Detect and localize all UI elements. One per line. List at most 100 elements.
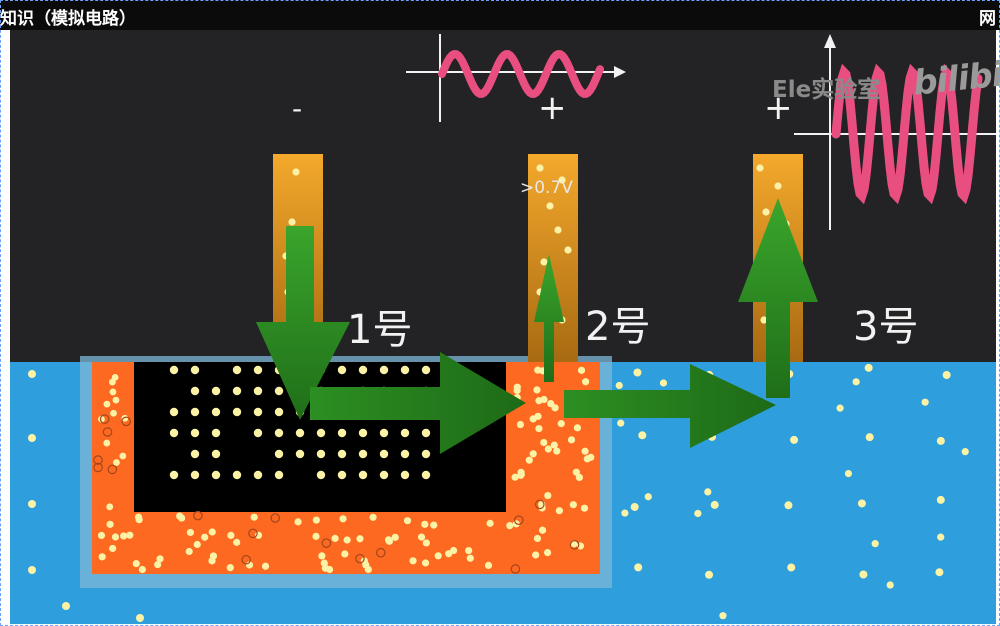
electron-dot <box>513 383 521 391</box>
electron-dot <box>111 533 120 541</box>
hole-circle <box>107 464 118 475</box>
electron-dot <box>421 559 430 567</box>
electron-dot <box>169 428 179 438</box>
electron-dot <box>638 431 647 440</box>
electron-dot <box>710 500 719 509</box>
electron-dot <box>580 504 589 512</box>
electron-dot <box>621 509 629 517</box>
electron-dot <box>961 448 969 456</box>
electron-dot <box>156 555 164 563</box>
hole-circle <box>510 564 521 574</box>
title-bar: 知识（模拟电路） 网 <box>0 0 1000 30</box>
terminal-3-polarity: + <box>764 88 793 128</box>
electron-dot <box>506 522 514 530</box>
electron-dot <box>553 447 561 455</box>
electron-dot <box>857 499 866 508</box>
electron-dot <box>421 428 431 438</box>
hole-circle <box>321 538 332 548</box>
electron-dot <box>250 513 258 521</box>
electron-dot <box>325 565 334 574</box>
electron-dot <box>106 520 114 528</box>
electron-dot <box>465 546 473 555</box>
electron-dot <box>756 164 764 172</box>
electron-dot <box>644 493 652 501</box>
electron-dot <box>844 469 853 478</box>
electron-dot <box>466 554 474 562</box>
electron-dot <box>421 470 431 480</box>
electron-dot <box>253 407 263 417</box>
electron-dot <box>417 533 426 541</box>
electron-dot <box>550 441 558 449</box>
electron-dot <box>774 182 782 190</box>
voltage-label: >0.7V <box>520 178 573 198</box>
electron-dot <box>274 428 284 438</box>
electron-dot <box>261 562 270 570</box>
electron-dot <box>190 449 200 459</box>
electron-dot <box>274 407 284 417</box>
hole-circle <box>248 528 258 539</box>
electron-dot <box>176 512 184 520</box>
electron-dot <box>587 453 595 461</box>
electron-dot <box>379 470 389 480</box>
electron-dot <box>567 436 576 444</box>
electron-dot <box>529 450 537 458</box>
electron-dot <box>385 537 393 545</box>
electron-dot <box>316 449 326 459</box>
hole-circle <box>375 547 386 558</box>
electron-dot <box>62 602 70 610</box>
electron-dot <box>535 424 543 433</box>
electron-dot <box>532 551 540 559</box>
electron-dot <box>318 552 326 560</box>
electron-dot <box>400 449 410 459</box>
electron-dot <box>421 365 431 375</box>
electron-dot <box>208 528 216 536</box>
transistor-diagram <box>10 30 996 624</box>
electron-dot <box>211 386 221 396</box>
electron-dot <box>544 445 552 453</box>
electron-dot <box>28 370 36 378</box>
electron-dot <box>551 404 559 412</box>
electron-dot <box>211 449 221 459</box>
electron-dot <box>533 386 541 394</box>
electron-dot <box>516 420 525 429</box>
terminal-1-polarity: - <box>292 92 303 125</box>
electron-dot <box>400 470 410 480</box>
electron-dot <box>292 168 300 176</box>
electron-dot <box>762 208 770 216</box>
electron-dot <box>312 532 320 540</box>
electron-dot <box>103 400 111 408</box>
electron-dot <box>422 539 430 547</box>
electron-dot <box>337 365 347 375</box>
electron-dot <box>554 226 562 234</box>
electron-dot <box>534 412 542 420</box>
electron-dot <box>316 470 326 480</box>
hole-circle <box>121 416 131 427</box>
electron-dot <box>28 500 36 508</box>
electron-dot <box>253 365 263 375</box>
electron-dot <box>536 164 544 172</box>
electron-dot <box>540 258 548 266</box>
electron-dot <box>694 509 702 518</box>
electron-dot <box>486 519 494 527</box>
arrow-up-icon <box>534 254 564 382</box>
electron-dot <box>582 378 590 386</box>
electron-dot <box>581 447 589 455</box>
electron-dot <box>274 386 284 396</box>
electron-dot <box>865 433 874 442</box>
electron-dot <box>103 439 111 447</box>
hole-circle <box>534 499 545 510</box>
electron-dot <box>705 570 714 579</box>
electron-dot <box>787 563 796 572</box>
electron-dot <box>295 428 305 438</box>
electron-dot <box>113 459 120 466</box>
electron-dot <box>169 470 179 480</box>
hole-circle <box>513 515 524 526</box>
electron-dot <box>193 540 201 549</box>
electron-dot <box>543 549 552 557</box>
terminal-2-polarity: + <box>538 88 567 128</box>
electron-dot <box>430 521 438 529</box>
sine-wave-icon <box>406 34 626 122</box>
electron-dot <box>630 502 639 511</box>
electron-dot <box>109 544 117 553</box>
electron-dot <box>533 534 542 543</box>
